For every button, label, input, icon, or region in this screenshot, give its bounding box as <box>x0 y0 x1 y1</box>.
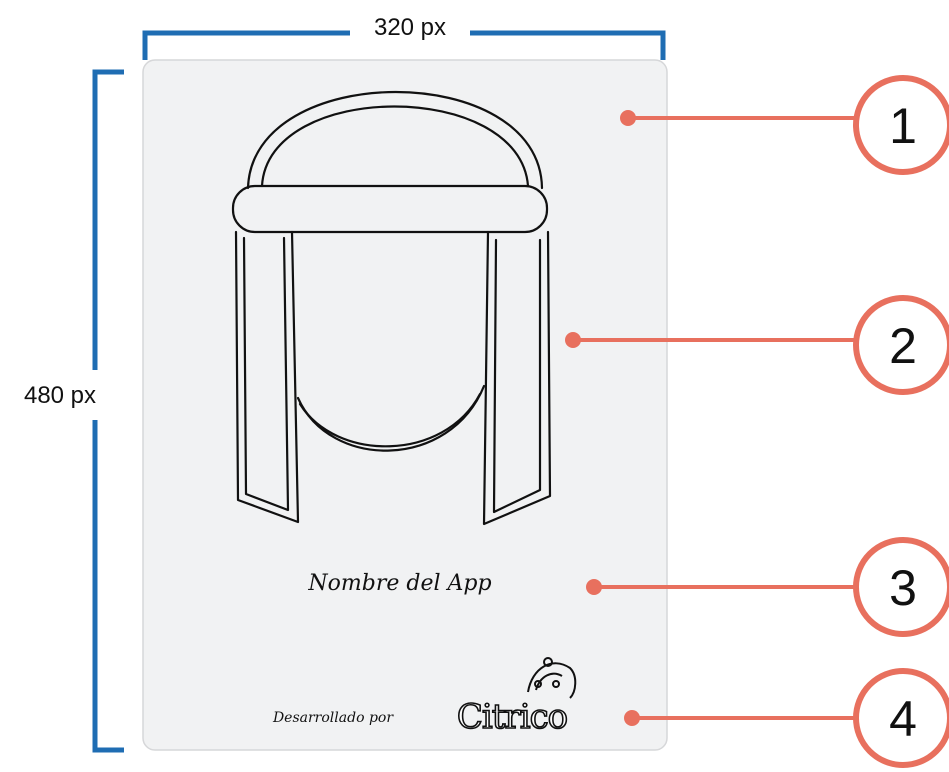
paper-sheet <box>142 59 668 751</box>
logo-right-strip-inner <box>492 238 542 514</box>
logo-left-strip-outer <box>234 230 300 524</box>
callout-1: 1 <box>620 75 949 175</box>
callout-3: 3 <box>586 537 949 637</box>
callout-4-ring <box>853 668 949 768</box>
callout-3-number: 3 <box>889 560 917 616</box>
callout-3-ring <box>853 537 949 637</box>
width-bracket-right <box>470 30 666 60</box>
height-bracket-bottom <box>92 420 124 753</box>
height-bracket-top <box>92 69 124 370</box>
splash-logo-sketch <box>231 90 552 526</box>
logo-face-chin-inner <box>298 392 482 448</box>
logo-left-strip-inner <box>242 236 290 512</box>
citrico-logo: Citrico <box>456 657 577 738</box>
callout-2-dot <box>565 332 581 348</box>
callout-4: 4 <box>624 668 949 768</box>
callout-2-number: 2 <box>889 318 917 374</box>
callout-3-dot <box>586 579 602 595</box>
citrico-brand-label: Citrico <box>457 697 567 737</box>
width-dimension: 320 px <box>142 14 666 60</box>
logo-right-strip-outer <box>482 230 552 526</box>
app-name-label: Nombre del App <box>307 571 491 596</box>
height-label: 480 px <box>24 382 96 409</box>
logo-band <box>231 184 549 234</box>
callout-2: 2 <box>565 295 949 395</box>
callout-4-number: 4 <box>889 691 917 747</box>
logo-arch-inner <box>260 105 530 188</box>
callout-2-ring <box>853 295 949 395</box>
citrico-logo-icon <box>527 657 577 699</box>
callout-4-dot <box>624 710 640 726</box>
logo-arch-outer <box>246 90 544 190</box>
callout-1-ring <box>853 75 949 175</box>
callout-1-dot <box>620 110 636 126</box>
width-label: 320 px <box>374 14 446 41</box>
developed-by-label: Desarrollado por <box>272 710 394 726</box>
height-dimension: 480 px <box>24 69 124 753</box>
callout-1-number: 1 <box>889 98 917 154</box>
width-bracket-left <box>142 30 350 60</box>
